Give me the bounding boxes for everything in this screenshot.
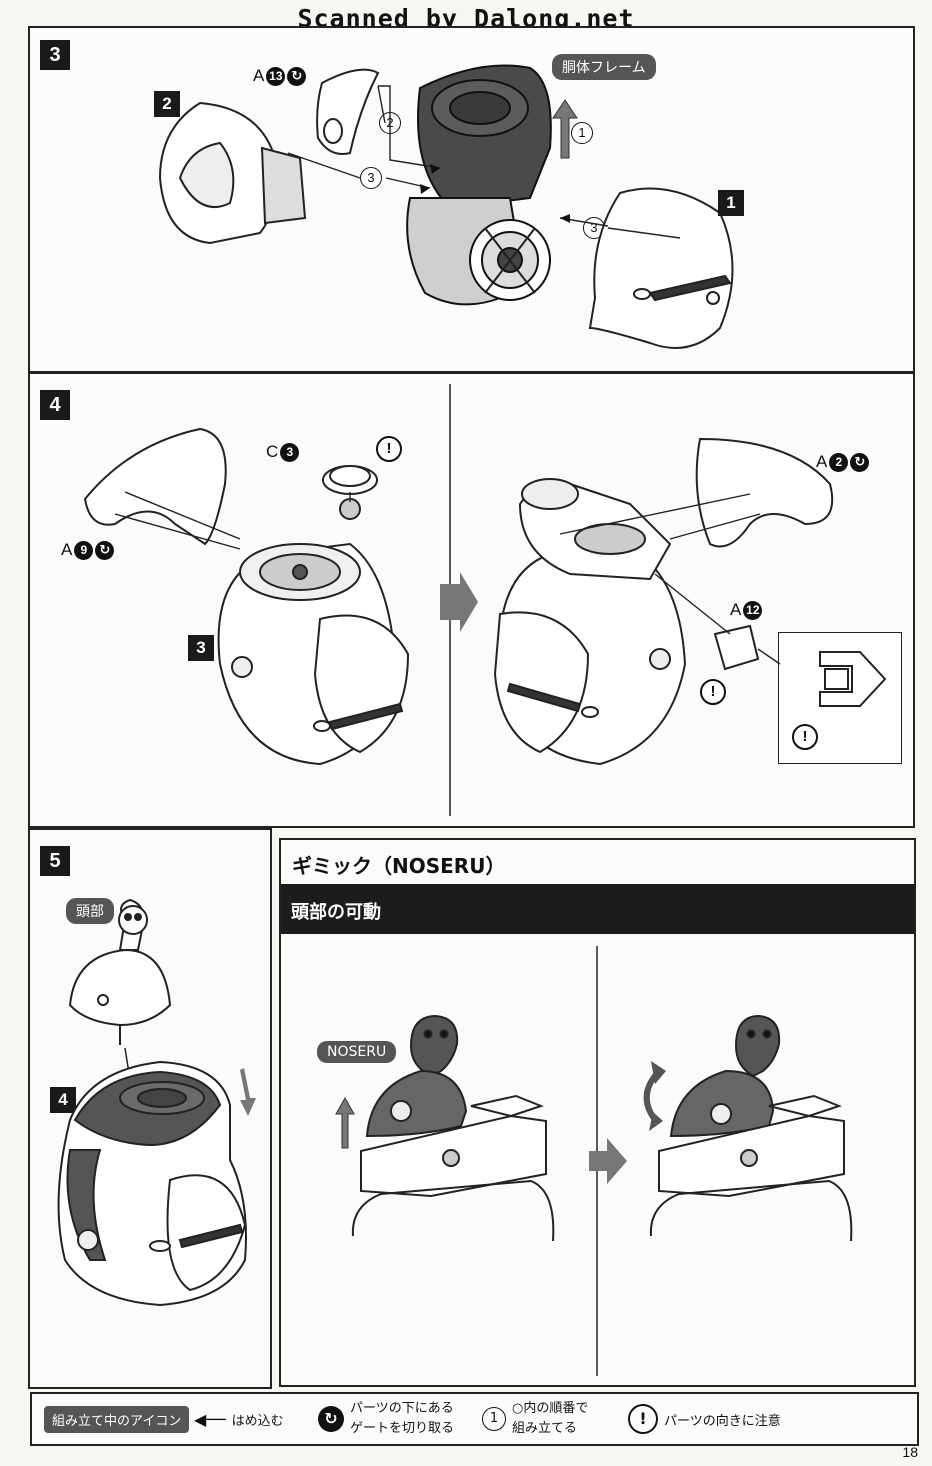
step-number: 3 <box>40 40 70 70</box>
legend-sequence: 1 ○内の順番で 組み立てる <box>482 1394 588 1444</box>
callout-3: 3 <box>188 635 214 661</box>
up-arrow <box>552 99 578 159</box>
warning-icon-a12: ! <box>700 679 726 705</box>
leader-lines-right <box>559 493 781 665</box>
noseru-head-right <box>669 1014 781 1138</box>
warning-icon: ! <box>628 1404 658 1434</box>
dome-shell-part <box>588 187 734 349</box>
step-number: 5 <box>40 846 70 876</box>
legend-assembly-icon: 組み立て中のアイコン <box>44 1394 190 1444</box>
step-5-illustration <box>57 898 256 1307</box>
part-number-badge: 13 <box>266 66 286 86</box>
robot-body-left <box>351 1094 555 1242</box>
gate-line-1: パーツの下にある <box>350 1401 454 1416</box>
gate-icon: ↻ <box>287 66 307 86</box>
insert-arrow-icon: ◀── <box>194 1409 226 1429</box>
leader-lines <box>114 491 351 550</box>
gate-icon: ↻ <box>850 452 870 472</box>
step-3-panel: 3 2 1 胴体フレーム A 13 ↻ 1 2 3 3 <box>28 26 915 373</box>
step-4-illustration <box>83 384 887 816</box>
gate-icon: ↻ <box>95 540 115 560</box>
warning-icon-c3: ! <box>376 436 402 462</box>
robot-left <box>217 465 410 766</box>
next-arrow <box>440 572 478 632</box>
part-letter: A <box>816 452 828 471</box>
gimmick-subtitle: 頭部の可動 <box>291 902 381 923</box>
warning-label: パーツの向きに注意 <box>664 1413 781 1429</box>
part-number-badge: 12 <box>743 600 763 620</box>
legend-warning: ! パーツの向きに注意 <box>628 1394 781 1444</box>
part-number-badge: 3 <box>280 442 300 462</box>
gate-icon: ↻ <box>318 1406 344 1432</box>
part-letter: A <box>61 540 73 559</box>
seq-line-1: ○内の順番で <box>512 1401 589 1416</box>
part-number-badge: 2 <box>829 452 849 472</box>
robot-right <box>493 478 687 766</box>
part-letter: A <box>730 600 742 619</box>
step-number: 4 <box>40 390 70 420</box>
part-a13-shape <box>316 68 380 155</box>
part-a12-label: A 12 <box>730 600 763 620</box>
legend-insert: ◀── はめ込む <box>194 1394 284 1444</box>
wing-part-a2 <box>695 437 834 548</box>
noseru-label: NOSERU <box>317 1041 397 1063</box>
part-c3-label: C 3 <box>266 442 300 462</box>
page-number: 18 <box>902 1444 918 1460</box>
noseru-head-left <box>365 1014 468 1138</box>
assembly-icon-label: 組み立て中のアイコン <box>44 1405 190 1433</box>
part-a2-label: A 2 ↻ <box>816 452 870 472</box>
part-a13-label: A 13 ↻ <box>253 66 307 86</box>
wing-part-a9 <box>83 427 227 546</box>
gimmick-subtitle-bar <box>281 884 914 934</box>
callout-1-dome: 1 <box>718 190 744 216</box>
part-a9-label: A 9 ↻ <box>61 540 115 560</box>
part-letter: C <box>266 442 279 461</box>
insert-label: はめ込む <box>231 1413 284 1429</box>
seq-3-a: 3 <box>360 167 382 189</box>
robot-body-right <box>649 1094 853 1242</box>
arrowheads <box>420 164 570 223</box>
part-number-badge: 9 <box>74 540 94 560</box>
next-arrow <box>589 1138 627 1184</box>
legend-gate: ↻ パーツの下にある ゲートを切り取る <box>318 1394 454 1444</box>
seq-line-2: 組み立てる <box>512 1421 578 1436</box>
head-label: 頭部 <box>66 898 114 924</box>
head-part <box>68 898 172 1045</box>
part-letter: A <box>253 66 265 85</box>
side-shell-part <box>158 101 307 245</box>
body-frame-part <box>406 64 552 306</box>
up-arrow <box>335 1096 355 1149</box>
step-5-panel: 5 頭部 4 <box>28 828 272 1389</box>
callout-2: 2 <box>154 91 180 117</box>
detail-part-shape <box>819 651 887 707</box>
part-a12-shape <box>713 624 760 671</box>
step-4-panel: 4 3 C 3 ! A 9 ↻ A 2 ↻ A 12 ! ! <box>28 372 915 828</box>
step-3-illustration <box>158 64 734 349</box>
callout-4: 4 <box>50 1087 76 1113</box>
gate-line-2: ゲートを切り取る <box>350 1421 455 1436</box>
warning-icon-detail: ! <box>792 724 818 750</box>
gimmick-illustration <box>335 946 853 1376</box>
gimmick-title: ギミック（NOSERU） <box>292 854 506 878</box>
robot-assembled <box>57 1060 247 1307</box>
seq-1: 1 <box>571 122 593 144</box>
icon-legend: 組み立て中のアイコン ◀── はめ込む ↻ パーツの下にある ゲートを切り取る … <box>30 1392 919 1446</box>
sequence-icon: 1 <box>482 1407 506 1431</box>
body-frame-label: 胴体フレーム <box>552 54 656 80</box>
